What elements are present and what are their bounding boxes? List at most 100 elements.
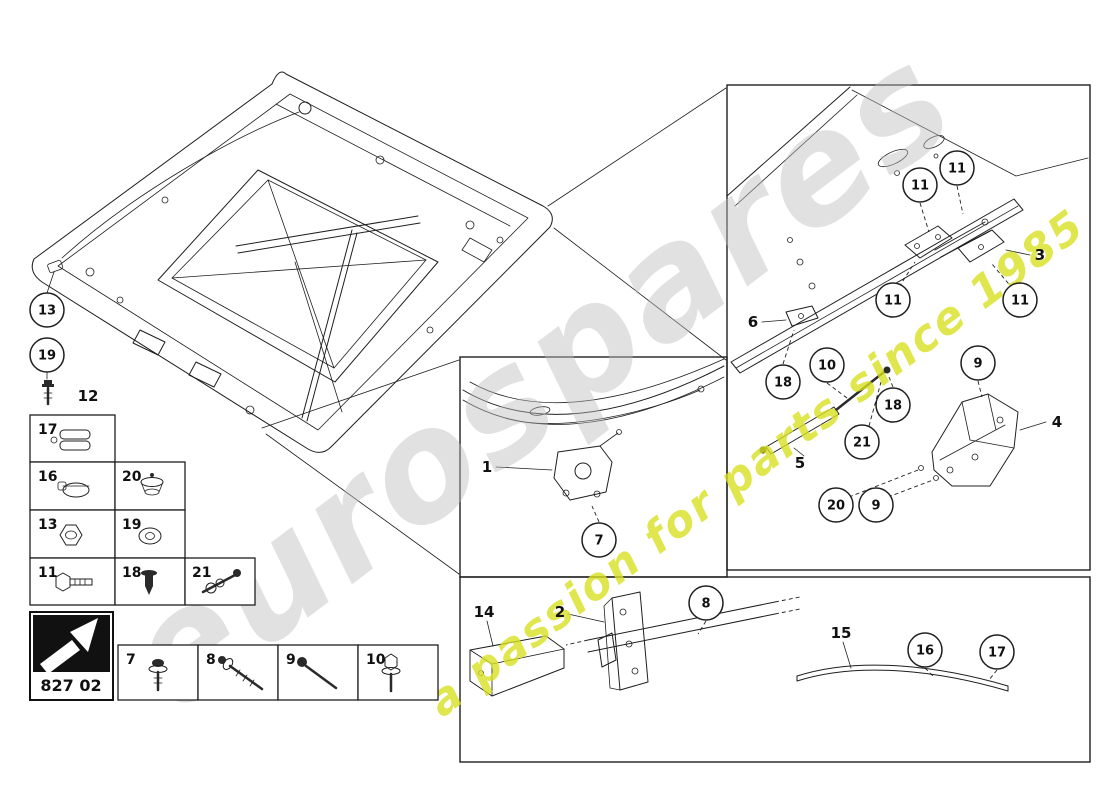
screw-12-icon — [42, 380, 54, 406]
pipe-clamp-icon — [50, 429, 91, 451]
legend-cell-7[interactable]: 7 — [117, 644, 199, 701]
callout-circle — [581, 522, 617, 558]
callout-11-c[interactable]: 11 — [875, 282, 911, 318]
arrow-icon — [40, 618, 98, 674]
callout-21[interactable]: 21 — [844, 424, 880, 460]
callout-11-a[interactable]: 11 — [902, 167, 938, 203]
callout-circle — [902, 167, 938, 203]
callout-number: 18 — [774, 376, 792, 391]
callout-11-d[interactable]: 11 — [1002, 282, 1038, 318]
legend-cell-16[interactable]: 16 — [29, 461, 116, 511]
callout-7[interactable]: 7 — [581, 522, 617, 558]
callout-9-a[interactable]: 9 — [960, 345, 996, 381]
callout-number: 13 — [38, 304, 56, 319]
legend-cell-20[interactable]: 20 — [114, 461, 186, 511]
legend-cell-label: 18 — [122, 565, 141, 581]
callout-circle — [818, 487, 854, 523]
legend-cell-label: 20 — [122, 469, 142, 485]
label-2[interactable]: 2 — [555, 603, 565, 621]
legend-cell-label: 16 — [38, 469, 57, 485]
bottom-detail-panel — [459, 576, 1091, 763]
callout-number: 11 — [911, 179, 929, 194]
hex-bolt-icon — [55, 572, 93, 592]
callout-number: 8 — [701, 597, 710, 612]
callout-number: 16 — [916, 644, 934, 659]
legend-cell-label: 17 — [38, 422, 57, 438]
callout-8[interactable]: 8 — [688, 585, 724, 621]
hinge-part-drawing — [904, 218, 1005, 263]
callout-number: 19 — [38, 349, 56, 364]
callout-9-b[interactable]: 9 — [858, 487, 894, 523]
callout-11-b[interactable]: 11 — [939, 150, 975, 186]
label-12[interactable]: 12 — [78, 387, 99, 405]
label-1[interactable]: 1 — [482, 458, 492, 476]
callout-18-a[interactable]: 18 — [765, 364, 801, 400]
callout-18-b[interactable]: 18 — [875, 387, 911, 423]
diagram-code-label: 827 02 — [40, 676, 101, 695]
callout-number: 10 — [818, 359, 836, 374]
callout-circle — [765, 364, 801, 400]
callout-number: 9 — [871, 499, 880, 514]
callout-circle — [858, 487, 894, 523]
grommet-icon — [140, 473, 164, 496]
legend-cell-label: 9 — [286, 652, 296, 668]
seal-strip-15-drawing — [796, 664, 1009, 692]
callout-circle — [844, 424, 880, 460]
legend-cell-21[interactable]: 21 — [184, 557, 256, 606]
label-5[interactable]: 5 — [795, 454, 805, 472]
flange-bolt-icon — [381, 653, 401, 693]
callout-circle — [939, 150, 975, 186]
label-6[interactable]: 6 — [748, 313, 758, 331]
long-bolt-icon — [218, 656, 264, 691]
callout-16[interactable]: 16 — [907, 632, 943, 668]
callout-10[interactable]: 10 — [809, 347, 845, 383]
callout-circle — [1002, 282, 1038, 318]
label-14[interactable]: 14 — [474, 603, 495, 621]
callout-13[interactable]: 13 — [29, 292, 65, 328]
diagram-code-box[interactable]: 827 02 — [29, 611, 114, 701]
pan-screw-icon — [148, 659, 168, 692]
legend-cell-17[interactable]: 17 — [29, 414, 116, 463]
legend-cell-9[interactable]: 9 — [277, 644, 359, 701]
watermark: eurospares a passion for parts since 198… — [92, 12, 1094, 746]
right-detail-box — [726, 84, 1091, 571]
legend-cell-19[interactable]: 19 — [114, 509, 186, 559]
strap-clamp-icon — [57, 481, 90, 498]
callout-number: 21 — [853, 436, 871, 451]
machine-screw-icon — [297, 657, 338, 690]
detail-leader-lines — [261, 87, 727, 575]
legend-cell-label: 19 — [122, 517, 141, 533]
callout-19[interactable]: 19 — [29, 337, 65, 373]
legend-cell-label: 8 — [206, 652, 216, 668]
middle-detail-box — [459, 356, 728, 578]
label-4[interactable]: 4 — [1052, 413, 1062, 431]
main-assembly-drawing — [31, 71, 553, 453]
callout-number: 11 — [884, 294, 902, 309]
callout-number: 17 — [988, 646, 1006, 661]
gas-strut-drawing — [759, 366, 891, 455]
callout-20[interactable]: 20 — [818, 487, 854, 523]
legend-cell-13[interactable]: 13 — [29, 509, 116, 559]
label-3[interactable]: 3 — [1035, 246, 1045, 264]
legend-cell-10[interactable]: 10 — [357, 644, 439, 701]
legend-cell-18[interactable]: 18 — [114, 557, 186, 606]
legend-cell-11[interactable]: 11 — [29, 557, 116, 606]
callout-circle — [875, 387, 911, 423]
washer-icon — [138, 527, 162, 545]
legend-cell-label: 10 — [366, 652, 386, 668]
callout-circle — [960, 345, 996, 381]
callout-number: 11 — [948, 162, 966, 177]
legend-table: 17 16 20 — [29, 414, 439, 701]
legend-cell-label: 21 — [192, 565, 211, 581]
callout-number: 18 — [884, 399, 902, 414]
legend-cell-label: 13 — [38, 517, 57, 533]
callout-17[interactable]: 17 — [979, 634, 1015, 670]
callout-number: 7 — [594, 534, 603, 549]
legend-cell-label: 7 — [126, 652, 136, 668]
callout-number: 20 — [827, 499, 845, 514]
label-15[interactable]: 15 — [831, 624, 852, 642]
hinge-rail-2-drawing — [565, 591, 801, 691]
callout-number: 9 — [973, 357, 982, 372]
legend-cell-8[interactable]: 8 — [197, 644, 279, 701]
